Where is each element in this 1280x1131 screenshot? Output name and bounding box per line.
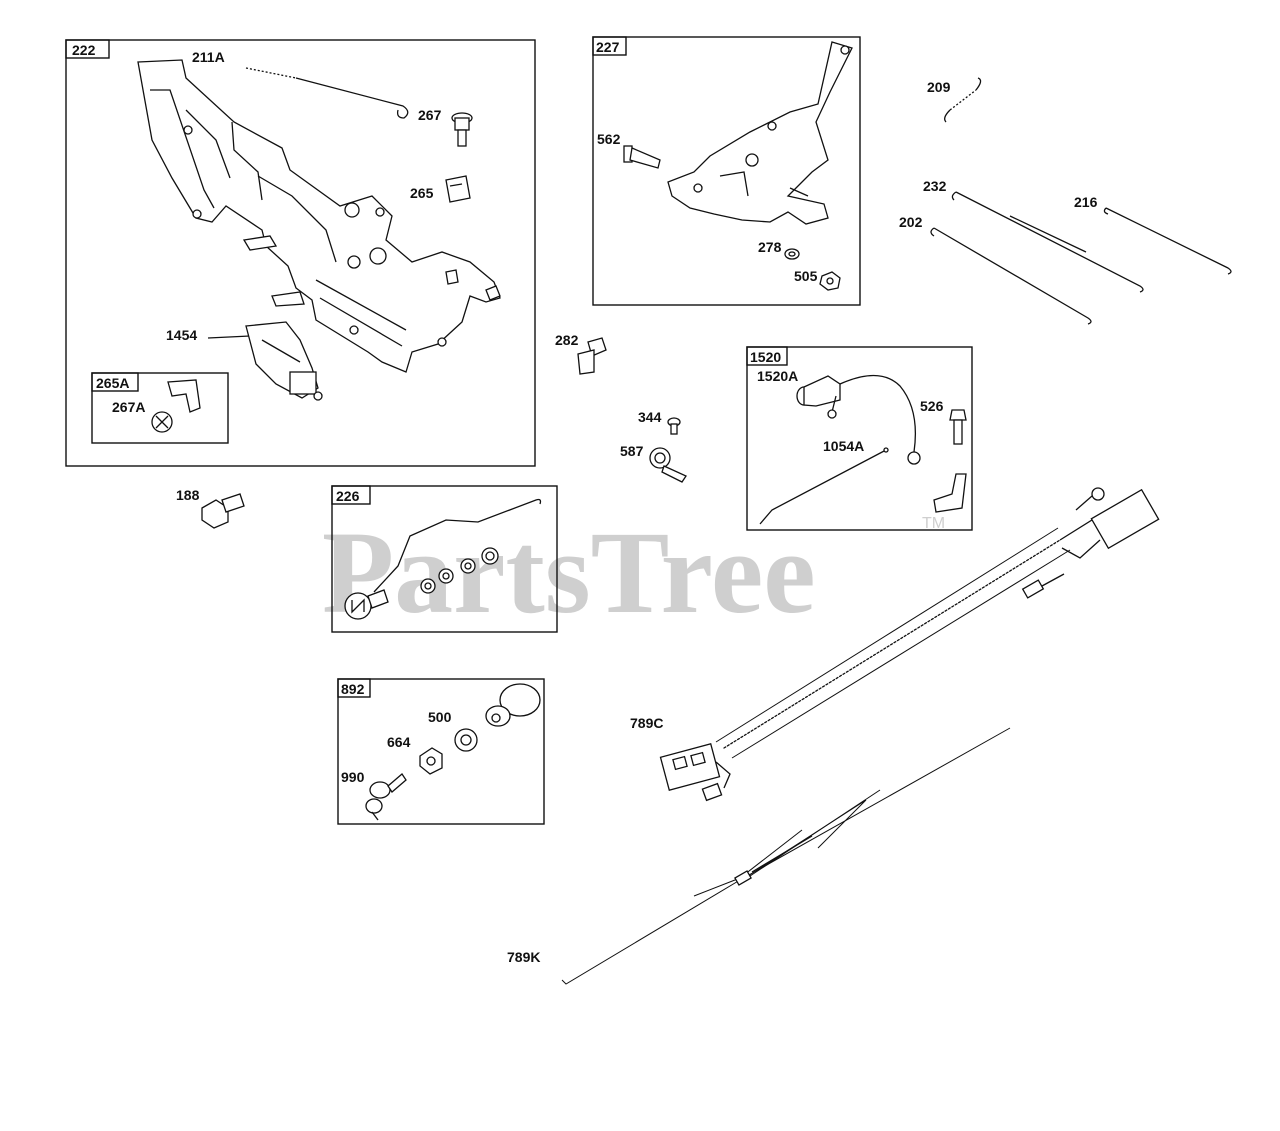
callout-282[interactable]: 282 [555,332,579,348]
part-226-washers[interactable] [420,547,499,594]
watermark: PartsTree TM [322,507,945,638]
group-265A-label: 265A [96,375,129,391]
group-227[interactable]: 227 [592,36,861,306]
part-789K-wire[interactable] [561,727,1011,985]
group-1520-frame [746,346,973,531]
group-222-tag [65,39,110,59]
watermark-trademark: TM [922,515,945,532]
group-892-frame [337,678,545,825]
callout-990[interactable]: 990 [341,769,365,785]
callout-789K[interactable]: 789K [507,949,540,965]
group-222[interactable]: 222 [65,39,536,467]
group-227-tag [592,36,627,56]
part-500-lock-washer[interactable] [454,728,478,752]
group-892-tag [337,678,371,698]
part-188-bolt[interactable] [201,493,245,529]
group-1520-tag [746,346,788,366]
callout-labels: 211A 267 265 1454 267A 562 278 505 209 2… [112,49,1098,965]
part-587-clamp[interactable] [649,447,687,483]
part-209-spring[interactable] [944,77,982,123]
callout-526[interactable]: 526 [920,398,944,414]
watermark-text: PartsTree [322,507,816,638]
callout-344[interactable]: 344 [638,409,662,425]
part-265A-clip[interactable] [167,379,201,413]
part-1520A-switch[interactable] [796,374,921,465]
part-202-rod[interactable] [930,227,1092,325]
part-1454-solenoid[interactable] [207,321,323,401]
part-226-choke-cable[interactable] [344,498,542,620]
callout-500[interactable]: 500 [428,709,452,725]
callout-188[interactable]: 188 [176,487,200,503]
part-1054A-rod[interactable] [759,447,889,525]
group-227-label: 227 [596,39,620,55]
group-1520[interactable]: 1520 [746,346,973,531]
group-226-tag [331,485,371,505]
group-222-label: 222 [72,42,96,58]
part-278-washer[interactable] [784,248,800,260]
group-1520-label: 1520 [750,349,781,365]
part-1520-bracket[interactable] [933,473,967,513]
callout-209[interactable]: 209 [927,79,951,95]
callout-1054A[interactable]: 1054A [823,438,864,454]
group-226-label: 226 [336,488,360,504]
group-226[interactable]: 226 [331,485,558,633]
callout-211A[interactable]: 211A [192,49,225,65]
part-232-rod-spring[interactable] [951,191,1144,293]
part-227-bracket[interactable] [667,41,853,225]
group-265A[interactable]: 265A [91,372,229,444]
callout-587[interactable]: 587 [620,443,644,459]
callout-216[interactable]: 216 [1074,194,1098,210]
callout-267A[interactable]: 267A [112,399,145,415]
callout-278[interactable]: 278 [758,239,782,255]
callout-1454[interactable]: 1454 [166,327,197,343]
part-216-rod[interactable] [1103,207,1232,275]
callout-505[interactable]: 505 [794,268,818,284]
part-344-screw[interactable] [667,417,681,435]
part-265-clip[interactable] [445,175,471,203]
group-227-frame [592,36,861,306]
part-222-bracket[interactable] [137,59,501,373]
callout-1520A[interactable]: 1520A [757,368,798,384]
part-211A-spring[interactable] [245,67,409,119]
callout-664[interactable]: 664 [387,734,411,750]
callout-789C[interactable]: 789C [630,715,663,731]
group-222-frame [65,39,536,467]
group-892-label: 892 [341,681,365,697]
part-562-pin[interactable] [623,145,661,169]
group-265A-tag [91,372,139,392]
part-267A-screw[interactable] [151,411,173,433]
part-990-key[interactable] [365,773,407,821]
part-526-bolt[interactable] [949,409,967,445]
callout-232[interactable]: 232 [923,178,947,194]
group-892[interactable]: 892 [337,678,545,825]
part-267-bolt[interactable] [451,112,473,147]
callout-267[interactable]: 267 [418,107,442,123]
part-789C-wiring-harness[interactable] [659,487,1160,802]
part-664-nut[interactable] [419,747,443,775]
callout-562[interactable]: 562 [597,131,621,147]
callout-202[interactable]: 202 [899,214,923,230]
part-505-nut[interactable] [819,271,841,291]
group-226-frame [331,485,558,633]
group-265A-frame [91,372,229,444]
part-282-bolt[interactable] [577,337,607,375]
part-892-ignition-switch[interactable] [485,683,541,727]
callout-265[interactable]: 265 [410,185,434,201]
